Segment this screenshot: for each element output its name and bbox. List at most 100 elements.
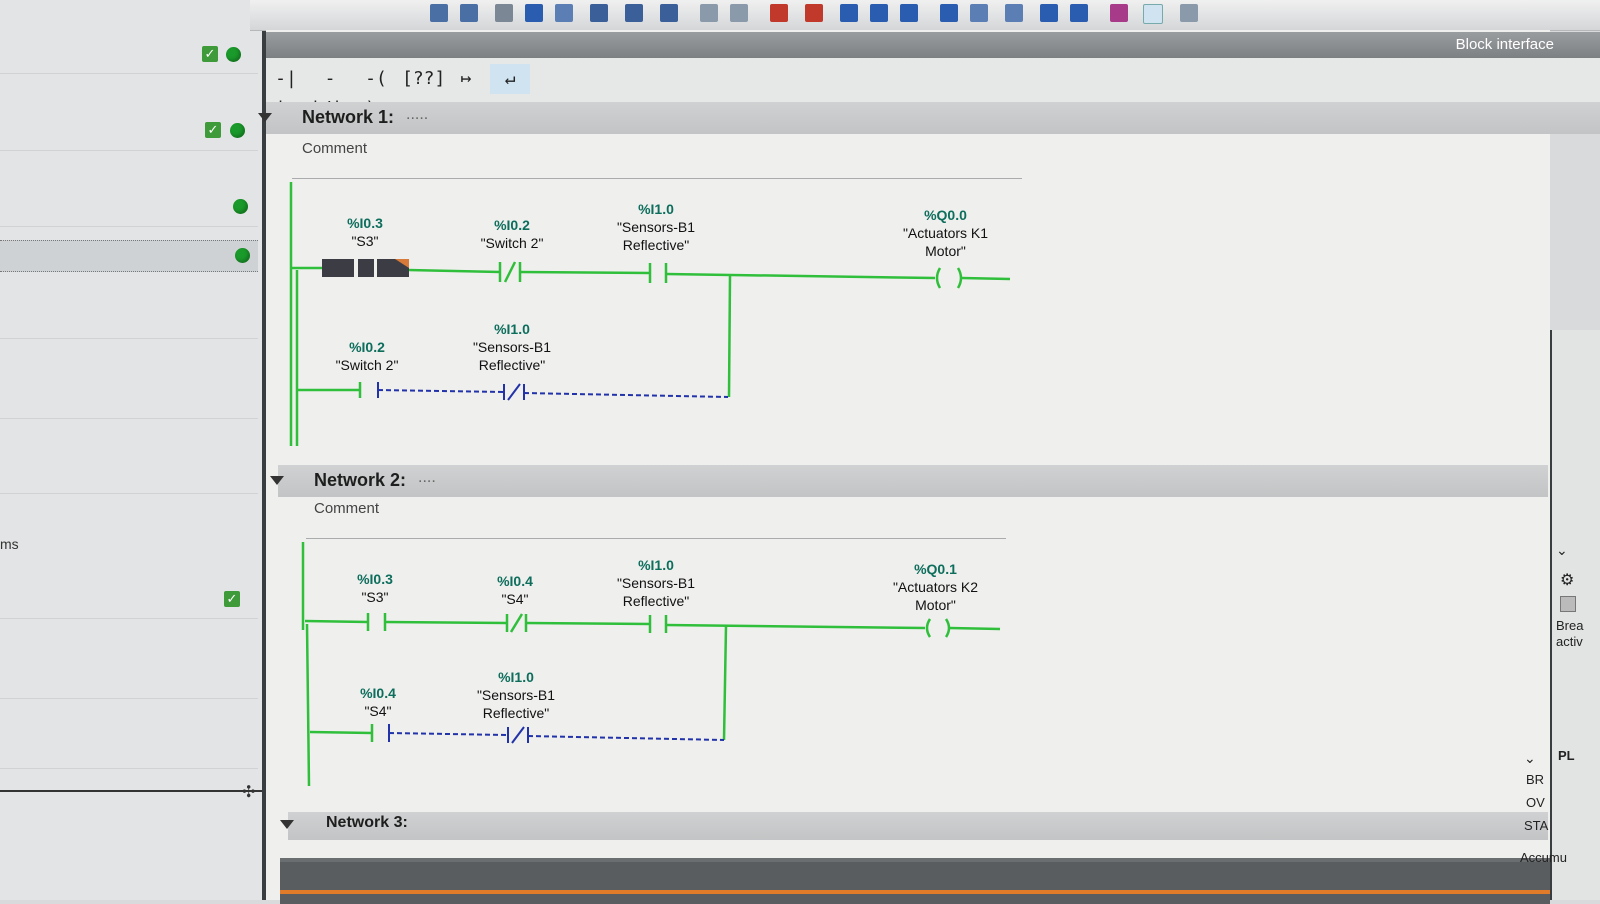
contact-label: %I0.4 "S4" — [360, 685, 396, 719]
contact-label: %I1.0 "Sensors-B1 Reflective" — [476, 669, 556, 721]
contact-placeholder — [322, 259, 354, 277]
toolbar-icon[interactable] — [805, 4, 823, 22]
toolbar-icon[interactable] — [730, 4, 748, 22]
breakpoint-icon[interactable]: ⚙ — [1560, 572, 1575, 589]
status-ok-icon — [235, 248, 250, 263]
tree-row[interactable] — [0, 660, 258, 699]
toolbar-icon[interactable] — [970, 4, 988, 22]
toolbar-icon[interactable] — [625, 4, 643, 22]
status-ok-icon — [233, 199, 248, 214]
coil-left — [935, 267, 942, 289]
breakpoint-checkbox[interactable] — [1560, 596, 1576, 612]
open-branch-button[interactable]: ↦ — [460, 68, 472, 89]
tree-row-selected[interactable] — [0, 240, 258, 272]
toolbar-icon[interactable] — [900, 4, 918, 22]
coil-label: %Q0.1 "Actuators K2 Motor" — [892, 561, 979, 613]
network-description[interactable]: ..... — [406, 106, 429, 123]
toolbar-icon[interactable] — [660, 4, 678, 22]
toolbar-icon[interactable] — [700, 4, 718, 22]
wire — [407, 268, 501, 274]
wire — [304, 619, 369, 624]
wire — [519, 270, 651, 275]
contact-label: %I0.3 "S3" — [347, 215, 383, 249]
network-2-header[interactable]: Network 2: .... — [270, 465, 1548, 497]
wire — [525, 621, 651, 626]
wire — [665, 623, 926, 630]
tree-row[interactable] — [0, 300, 258, 339]
project-tree-pane: ✓ ✓ ms ✓ ✣ — [0, 0, 266, 900]
nc-contact-slash — [509, 613, 524, 633]
toolbar-icon[interactable] — [590, 4, 608, 22]
contact-label: %I0.3 "S3" — [357, 571, 393, 605]
contact-label: %I1.0 "Sensors-B1 Reflective" — [472, 321, 552, 373]
toolbar-icon[interactable] — [940, 4, 958, 22]
resize-handle-icon[interactable]: ✣ — [242, 784, 256, 801]
tree-row[interactable] — [0, 455, 258, 494]
branch-close — [727, 275, 732, 398]
status-ok-icon — [230, 123, 245, 138]
wire — [309, 730, 373, 735]
block-interface-label: Block interface — [1455, 36, 1554, 53]
toolbar-icon[interactable] — [525, 4, 543, 22]
toolbar-icon[interactable] — [1040, 4, 1058, 22]
pane-splitter[interactable] — [0, 790, 262, 792]
tree-row[interactable]: ✓ — [0, 112, 258, 151]
tree-row[interactable] — [0, 380, 258, 419]
toolbar-icon[interactable] — [555, 4, 573, 22]
toolbar-icon[interactable] — [460, 4, 478, 22]
network-1-header[interactable]: Network 1: ..... — [258, 102, 1600, 134]
contact-placeholder — [377, 259, 409, 277]
empty-box-button[interactable]: [??] — [402, 68, 446, 89]
wire — [384, 620, 508, 625]
nc-contact-slash — [507, 383, 521, 401]
toolbar-icon[interactable] — [840, 4, 858, 22]
tree-row[interactable]: ✓ — [0, 35, 258, 74]
collapse-icon[interactable] — [280, 820, 294, 829]
toolbar-icon[interactable] — [430, 4, 448, 22]
nc-contact-slash — [511, 726, 525, 744]
block-interface-bar[interactable]: Block interface — [266, 32, 1600, 58]
status-bit-br: BR — [1526, 772, 1545, 787]
contact-label: %I1.0 "Sensors-B1 Reflective" — [616, 201, 696, 253]
check-icon: ✓ — [224, 591, 240, 607]
tree-row[interactable]: ✓ — [0, 580, 258, 619]
tree-row[interactable] — [0, 188, 258, 227]
network-3-header[interactable]: Network 3: — [280, 812, 1548, 840]
monitoring-toggle-icon[interactable] — [1143, 4, 1163, 24]
toolbar-icon[interactable] — [1005, 4, 1023, 22]
network-description[interactable]: .... — [418, 469, 436, 486]
toolbar-icon[interactable] — [495, 4, 513, 22]
network-comment[interactable]: Comment — [302, 140, 368, 157]
contact-label: %I0.4 "S4" — [497, 573, 533, 607]
bottom-panel-bar — [280, 858, 1550, 904]
collapse-icon[interactable] — [258, 113, 272, 122]
status-bit-ov: OV — [1526, 795, 1545, 810]
toolbar-icon[interactable] — [770, 4, 788, 22]
chevron-down-icon[interactable]: ⌄ — [1524, 750, 1536, 766]
toolbar-icon[interactable] — [1110, 4, 1128, 22]
contact-label: %I1.0 "Sensors-B1 Reflective" — [616, 557, 696, 609]
nc-contact-slash — [503, 261, 517, 283]
toolbar-icon[interactable] — [1180, 4, 1198, 22]
chevron-down-icon[interactable]: ⌄ — [1556, 542, 1568, 558]
accumulator-label: Accumu — [1520, 850, 1567, 865]
contact-label: %I0.2 "Switch 2" — [480, 217, 544, 251]
contact-marker — [395, 259, 409, 268]
contact-label: %I0.2 "Switch 2" — [335, 339, 399, 373]
tree-row[interactable] — [0, 730, 258, 769]
network-title: Network 3: — [326, 814, 408, 831]
toolbar-icon[interactable] — [870, 4, 888, 22]
breakpoints-label: Brea — [1556, 618, 1584, 633]
toolbar-icon[interactable] — [1070, 4, 1088, 22]
deenergized-wire — [523, 392, 729, 398]
collapse-icon[interactable] — [270, 476, 284, 485]
network-title: Network 2: — [314, 470, 407, 490]
deenergized-wire — [377, 389, 505, 393]
tree-item-label: ms — [0, 536, 19, 552]
contact-placeholder — [358, 259, 374, 277]
close-branch-button[interactable]: ↵ — [490, 64, 530, 94]
network-comment[interactable]: Comment — [314, 500, 380, 517]
plc-register-header: PL — [1558, 748, 1575, 763]
